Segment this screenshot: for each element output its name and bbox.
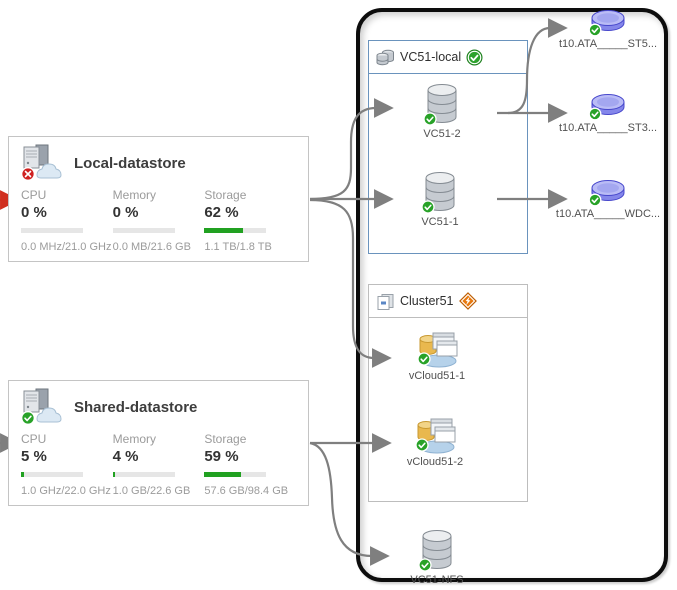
card-metrics: CPU 0 % 0.0 MHz/21.0 GHz Memory 0 % 0.0 …	[9, 182, 308, 253]
progress-bar	[112, 472, 175, 477]
group-cluster51[interactable]: Cluster51	[368, 284, 528, 502]
datastore-cluster-icon	[376, 49, 394, 65]
host-cloud-error-icon	[21, 144, 62, 181]
physical-disk-icon	[588, 94, 625, 121]
group-title: Cluster51	[400, 294, 454, 308]
node-label: vCloud51-1	[408, 370, 466, 382]
card-title: Local-datastore	[74, 154, 186, 172]
node-vc51-2[interactable]: VC51-2	[397, 82, 487, 140]
progress-bar	[21, 472, 83, 477]
metric-storage: Storage 62 % 1.1 TB/1.8 TB	[204, 188, 272, 253]
node-label: VC51-1	[421, 216, 459, 228]
node-vcloud51-2[interactable]: vCloud51-2	[390, 412, 480, 468]
physical-disk-icon	[588, 180, 625, 207]
card-shared-datastore[interactable]: Shared-datastore CPU 5 % 1.0 GHz/22.0 GH…	[8, 380, 309, 506]
node-disk-st5[interactable]: t10.ATA_____ST5...	[544, 8, 672, 50]
host-cloud-ok-icon	[21, 388, 62, 425]
card-title: Shared-datastore	[74, 398, 198, 416]
status-ok-icon	[466, 49, 483, 65]
physical-disk-icon	[588, 10, 625, 37]
node-label: VC51-NFS	[410, 574, 464, 586]
card-metrics: CPU 5 % 1.0 GHz/22.0 GHz Memory 4 % 1.0 …	[9, 426, 308, 497]
group-title: VC51-local	[400, 50, 462, 64]
datastore-icon	[421, 172, 455, 214]
group-cluster51-header: Cluster51	[369, 285, 527, 318]
progress-bar	[204, 228, 267, 233]
node-label: vCloud51-2	[406, 456, 464, 468]
node-label: t10.ATA_____WDC...	[555, 208, 661, 220]
metric-storage: Storage 59 % 57.6 GB/98.4 GB	[204, 432, 289, 497]
progress-bar	[112, 228, 175, 233]
node-label: VC51-2	[423, 128, 461, 140]
vapp-icon	[417, 332, 458, 368]
status-warning-icon	[458, 292, 477, 310]
metric-memory: Memory 4 % 1.0 GB/22.6 GB	[112, 432, 191, 497]
node-disk-wdc[interactable]: t10.ATA_____WDC...	[544, 178, 672, 220]
progress-bar	[204, 472, 267, 477]
group-vc51-local[interactable]: VC51-local	[368, 40, 528, 254]
vapp-icon	[415, 418, 456, 454]
node-vc51-nfs[interactable]: VC51-NFS	[392, 528, 482, 586]
group-vc51-local-header: VC51-local	[369, 41, 527, 74]
datastore-icon	[418, 530, 452, 572]
metric-memory: Memory 0 % 0.0 MB/21.6 GB	[112, 188, 191, 253]
node-label: t10.ATA_____ST5...	[558, 38, 658, 50]
metric-cpu: CPU 5 % 1.0 GHz/22.0 GHz	[21, 432, 111, 497]
metric-cpu: CPU 0 % 0.0 MHz/21.0 GHz	[21, 188, 112, 253]
card-header: Local-datastore	[9, 137, 308, 182]
datastore-icon	[423, 84, 457, 126]
node-disk-st3[interactable]: t10.ATA_____ST3...	[544, 92, 672, 134]
card-header: Shared-datastore	[9, 381, 308, 426]
node-vcloud51-1[interactable]: vCloud51-1	[392, 326, 482, 382]
cluster-icon	[377, 293, 394, 310]
card-local-datastore[interactable]: Local-datastore CPU 0 % 0.0 MHz/21.0 GHz…	[8, 136, 309, 262]
node-label: t10.ATA_____ST3...	[558, 122, 658, 134]
progress-bar	[21, 228, 83, 233]
node-vc51-1[interactable]: VC51-1	[395, 170, 485, 228]
